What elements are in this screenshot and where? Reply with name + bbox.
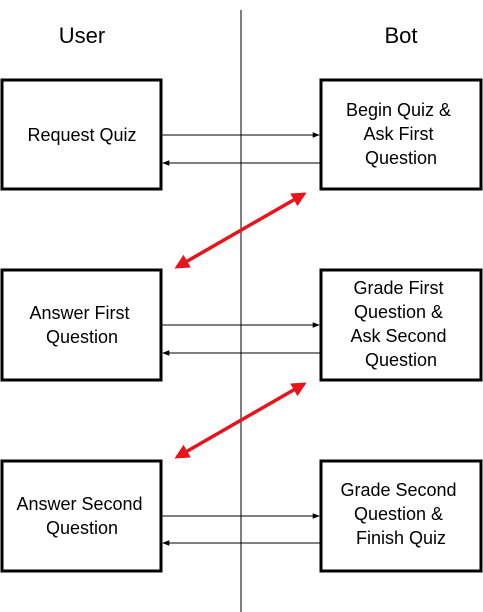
- user-box-answer-first-question-label: Answer First Question: [29, 303, 134, 347]
- step-2: Answer First Question Grade First Questi…: [0, 268, 483, 382]
- user-box-request-quiz: [0, 78, 163, 191]
- user-box-answer-second-question: [0, 459, 163, 573]
- bot-box-begin-quiz: [319, 78, 483, 191]
- bot-box-grade-first-question: [319, 268, 483, 382]
- transition-arrow-1: [174, 192, 307, 269]
- bot-box-begin-quiz-label: Begin Quiz & Ask First Question: [346, 100, 456, 168]
- transition-arrow-2: [174, 382, 307, 459]
- user-column-header: User: [59, 23, 105, 48]
- step-3: Answer Second Question Grade Second Ques…: [0, 459, 483, 573]
- bot-box-grade-second-question: [319, 459, 483, 573]
- bot-box-grade-second-question-label: Grade Second Question & Finish Quiz: [340, 480, 461, 548]
- user-box-answer-second-question-label: Answer Second Question: [16, 494, 147, 538]
- user-box-answer-first-question: [0, 268, 163, 382]
- bot-column-header: Bot: [384, 23, 417, 48]
- bot-box-grade-first-question-label: Grade First Question & Ask Second Questi…: [350, 278, 451, 370]
- user-box-request-quiz-label: Request Quiz: [27, 125, 136, 145]
- step-1: Request Quiz Begin Quiz & Ask First Ques…: [0, 78, 483, 191]
